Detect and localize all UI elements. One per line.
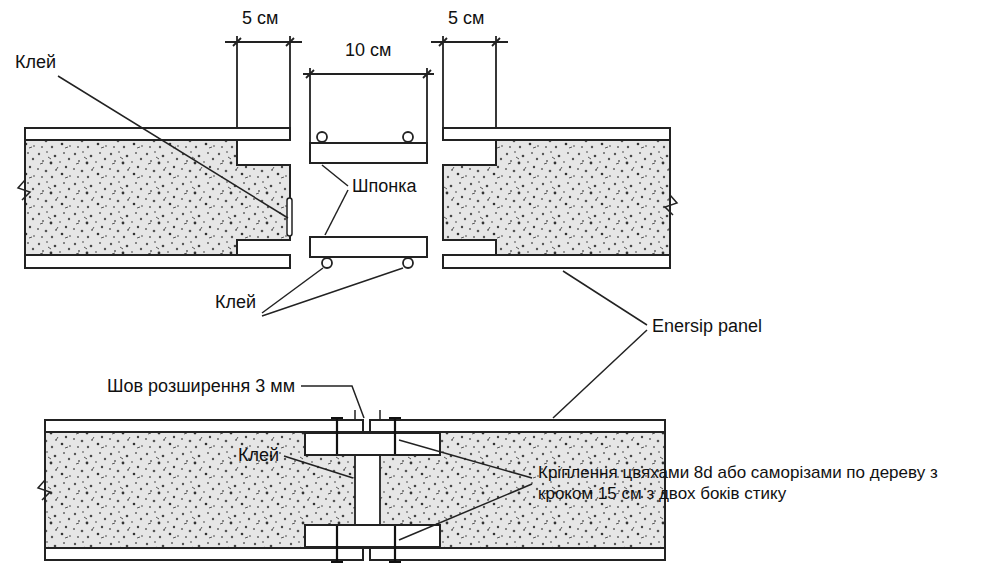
leader-line [301, 386, 364, 418]
foam-core [25, 140, 290, 255]
osb-skin [370, 420, 665, 432]
osb-skin [45, 548, 363, 560]
glue-bead [403, 258, 413, 268]
panel-edge-gap [355, 455, 380, 525]
callout-label: Шов розширення 3 мм [107, 376, 295, 397]
callout-label: Кріплення цвяхами 8d або саморізами по д… [538, 462, 978, 504]
break-line [665, 195, 677, 215]
leader-line [553, 330, 647, 418]
foam-core [443, 140, 670, 255]
osb-skin [443, 255, 670, 268]
glue-bead [317, 132, 327, 142]
osb-skin [25, 255, 290, 268]
spline-strip [305, 525, 440, 547]
osb-skin [45, 420, 363, 432]
spline-strip [305, 433, 440, 455]
glue-bead [322, 258, 332, 268]
callout-label: Клей [215, 292, 256, 313]
spline-strip [310, 237, 427, 257]
leader-line [262, 268, 403, 316]
leader-line [58, 76, 288, 218]
leader-line [563, 271, 647, 325]
osb-skin [443, 128, 670, 140]
dimension-label: 5 см [448, 8, 484, 29]
callout-label: Клей [238, 445, 279, 466]
dimension-label: 10 см [345, 40, 391, 61]
break-line [38, 480, 50, 500]
break-line [18, 180, 30, 200]
callout-label: Enersip panel [652, 316, 762, 337]
dimension-line [431, 36, 508, 128]
joint-mark [355, 410, 380, 420]
leader-line [399, 440, 532, 478]
leader-line [399, 484, 532, 540]
dimension-label: 5 см [242, 8, 278, 29]
spline-strip [310, 143, 427, 163]
callout-label: Клей [15, 52, 56, 73]
osb-skin [370, 548, 665, 560]
leader-line [325, 190, 348, 235]
dimension-line [303, 68, 434, 143]
leader-line [322, 165, 348, 186]
leader-line [284, 456, 353, 478]
callout-label: Шпонка [352, 176, 416, 197]
glue-bead [403, 132, 413, 142]
dimension-line [225, 36, 302, 128]
nail [331, 418, 401, 562]
